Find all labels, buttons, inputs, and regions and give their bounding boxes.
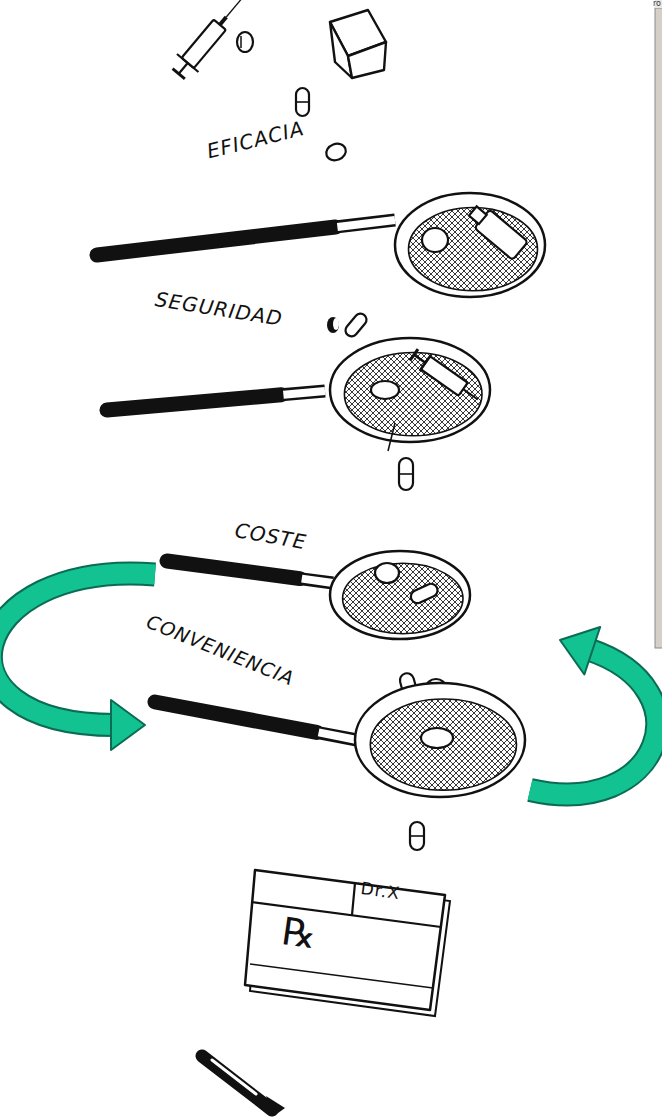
curved-arrow <box>530 627 657 794</box>
prescription-pad: Dr.X℞ <box>190 860 460 1118</box>
sieve-filter: CONVENIENCIA <box>145 610 530 810</box>
filter-label: EFICACIA <box>205 118 306 161</box>
sieve-drawing <box>95 285 525 455</box>
filter-label: SEGURIDAD <box>154 289 284 329</box>
pad-drawing <box>190 860 460 1118</box>
sieve-drawing <box>85 130 550 310</box>
sieve-filter: EFICACIA <box>85 130 550 310</box>
curved-arrow <box>0 573 155 750</box>
sieve-filter: SEGURIDAD <box>95 285 525 455</box>
window-fragment-text: ro <box>653 0 661 8</box>
rx-symbol: ℞ <box>280 912 320 955</box>
filter-label: COSTE <box>234 520 309 552</box>
filter-label: CONVENIENCIA <box>144 612 297 689</box>
